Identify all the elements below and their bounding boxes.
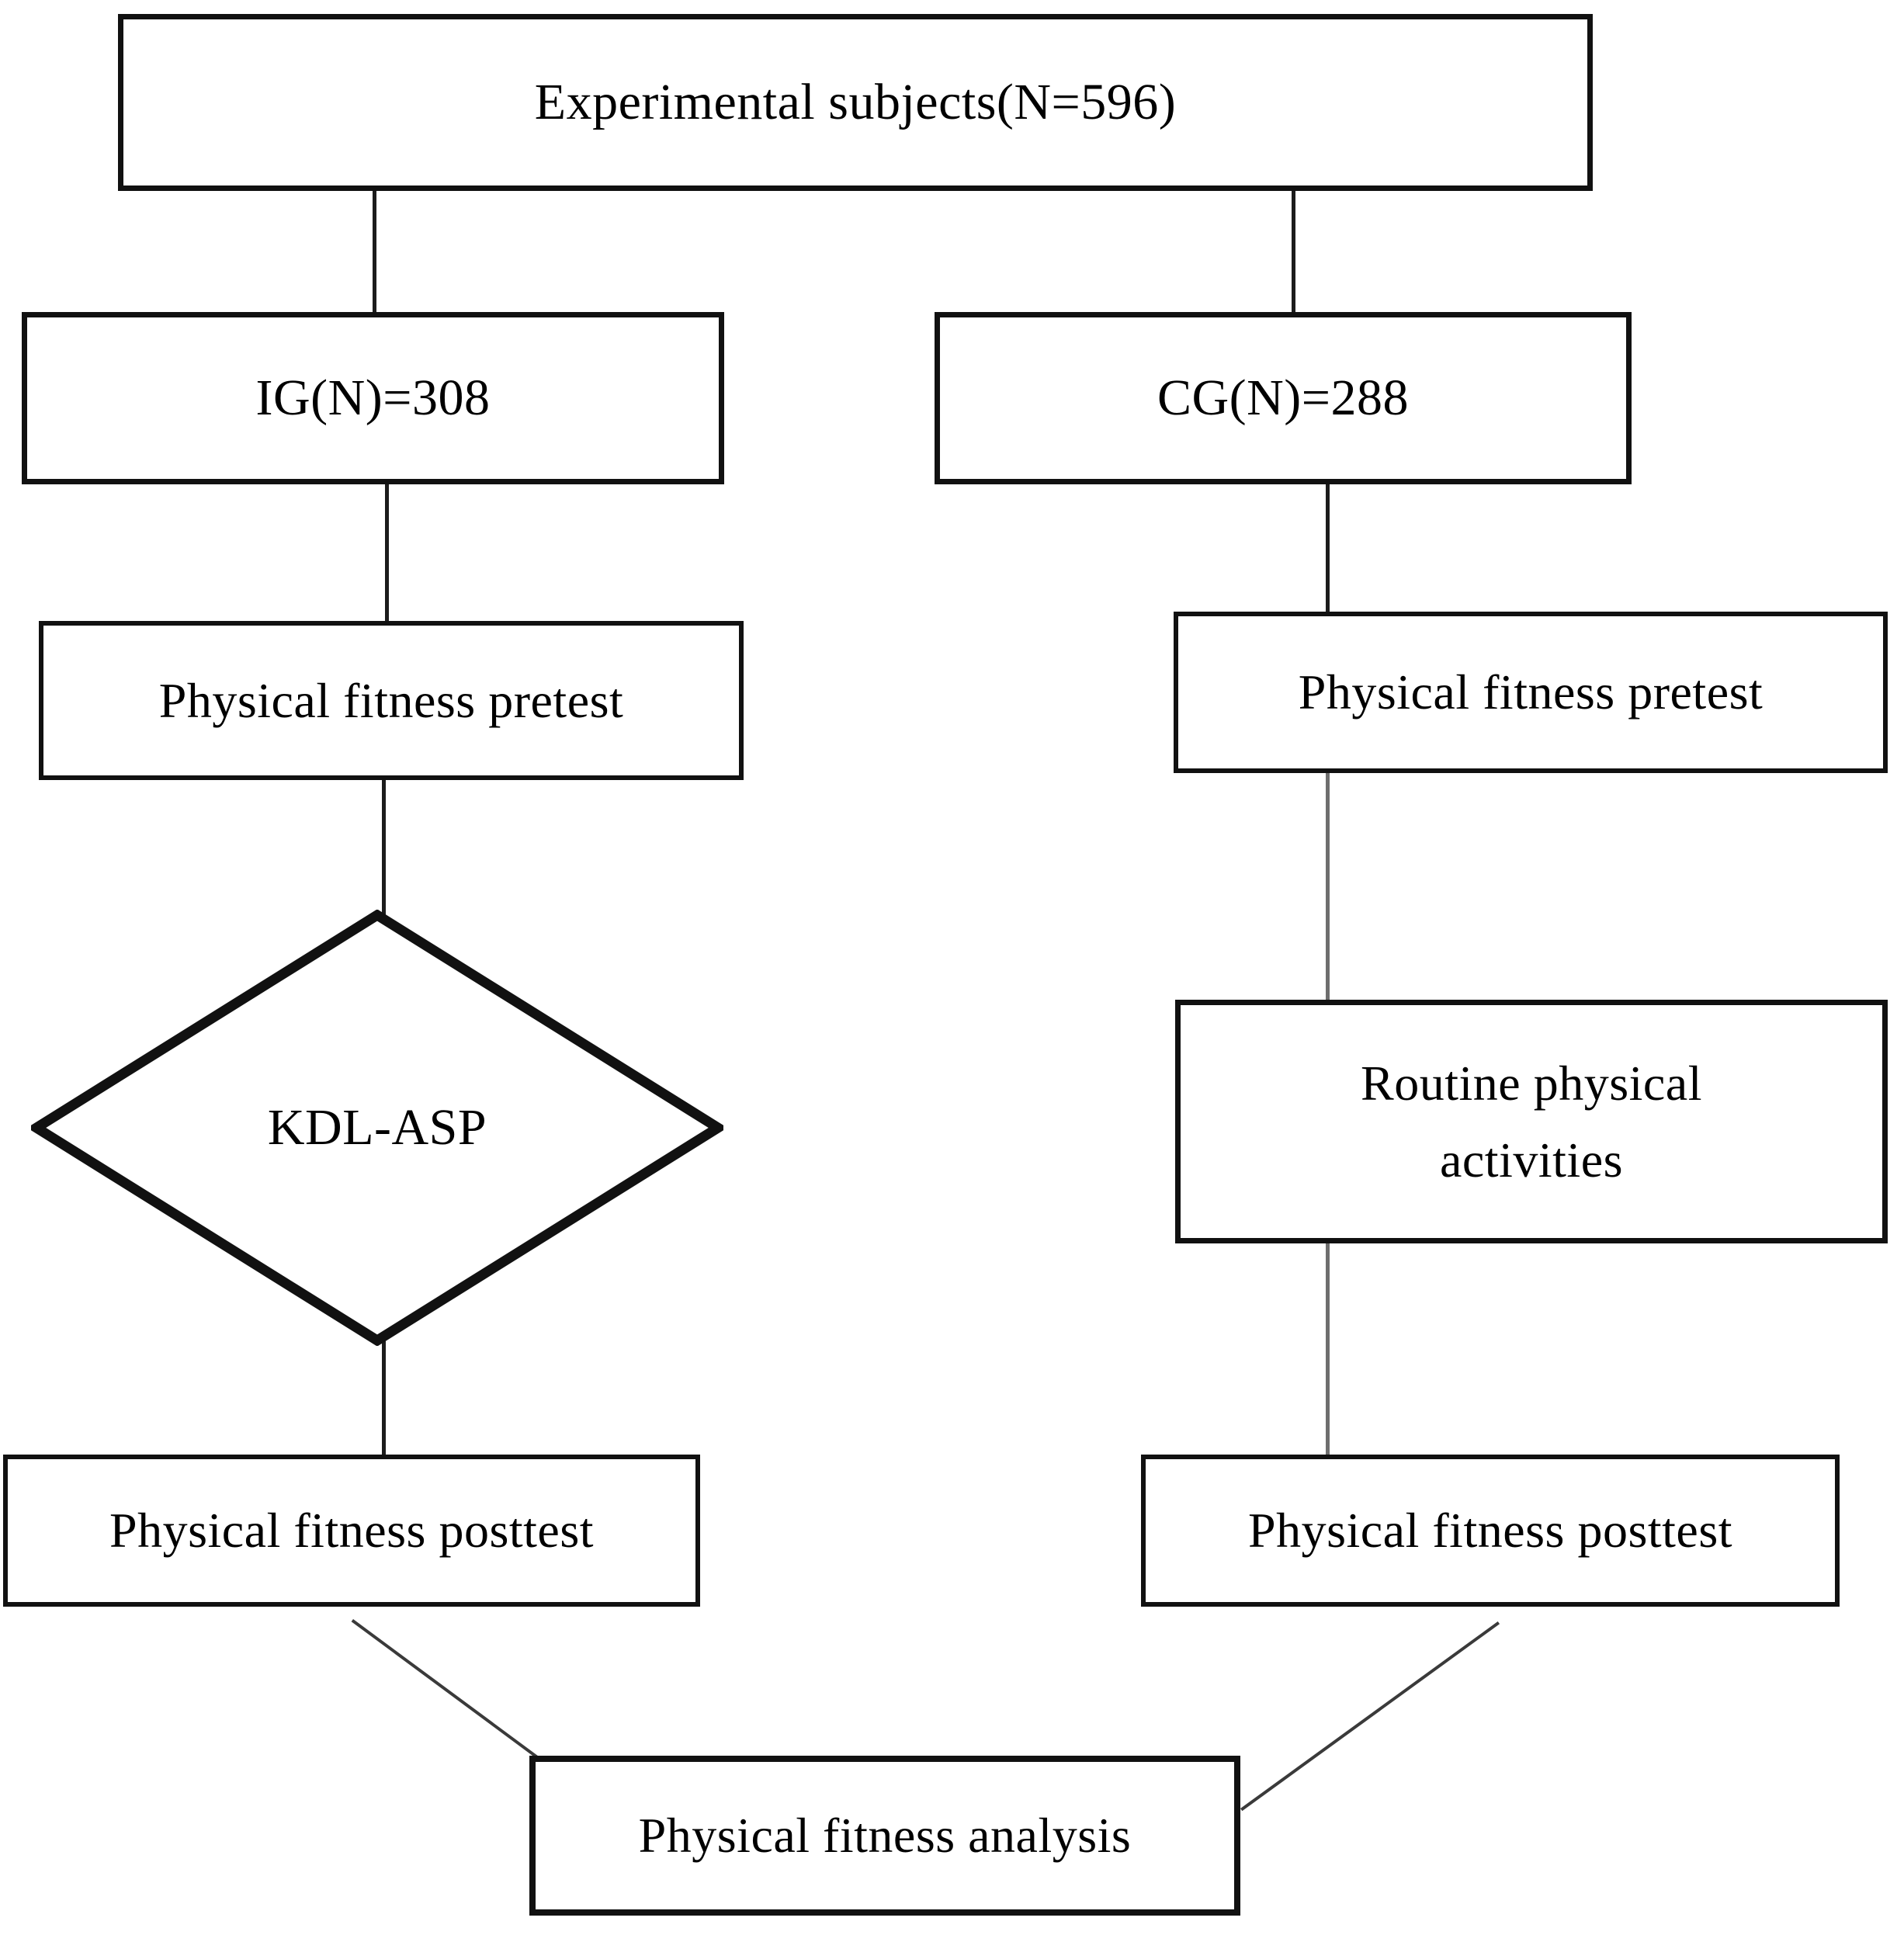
node-pretest-intervention: Physical fitness pretest [39,621,744,780]
node-routine-physical-activities-label: Routine physical activities [1361,1055,1702,1188]
diamond-shape-icon [31,910,723,1346]
node-posttest-intervention-label: Physical fitness posttest [109,1503,595,1559]
node-routine-physical-activities: Routine physical activities [1175,1000,1888,1243]
connector-decision-to-posttest [382,1341,386,1456]
node-control-group: CG(N)=288 [935,312,1632,484]
node-control-group-label: CG(N)=288 [1157,369,1410,426]
node-kdl-asp-decision: KDL-ASP [31,910,723,1346]
connector-cg-to-pretest [1326,483,1330,613]
connector-pretest-to-routine [1326,772,1330,1001]
connector-posttest-ig-to-analysis [351,1619,557,1773]
node-posttest-control: Physical fitness posttest [1141,1455,1840,1607]
connector-pretest-to-decision [382,779,386,915]
node-experimental-subjects: Experimental subjects(N=596) [118,14,1593,191]
node-intervention-group-label: IG(N)=308 [255,369,491,426]
node-pretest-intervention-label: Physical fitness pretest [158,672,624,728]
connector-routine-to-posttest [1326,1242,1330,1456]
connector-subjects-to-cg [1292,189,1295,314]
node-posttest-control-label: Physical fitness posttest [1247,1503,1733,1559]
node-pretest-control-label: Physical fitness pretest [1298,664,1764,720]
node-pretest-control: Physical fitness pretest [1174,612,1888,773]
node-experimental-subjects-label: Experimental subjects(N=596) [534,73,1177,130]
node-physical-fitness-analysis-label: Physical fitness analysis [638,1808,1132,1864]
connector-subjects-to-ig [373,189,376,314]
connector-posttest-cg-to-analysis [1240,1621,1500,1812]
node-intervention-group: IG(N)=308 [22,312,724,484]
node-kdl-asp-decision-label: KDL-ASP [267,1099,487,1156]
connector-ig-to-pretest [385,483,389,622]
node-physical-fitness-analysis: Physical fitness analysis [529,1756,1240,1916]
node-posttest-intervention: Physical fitness posttest [3,1455,700,1607]
